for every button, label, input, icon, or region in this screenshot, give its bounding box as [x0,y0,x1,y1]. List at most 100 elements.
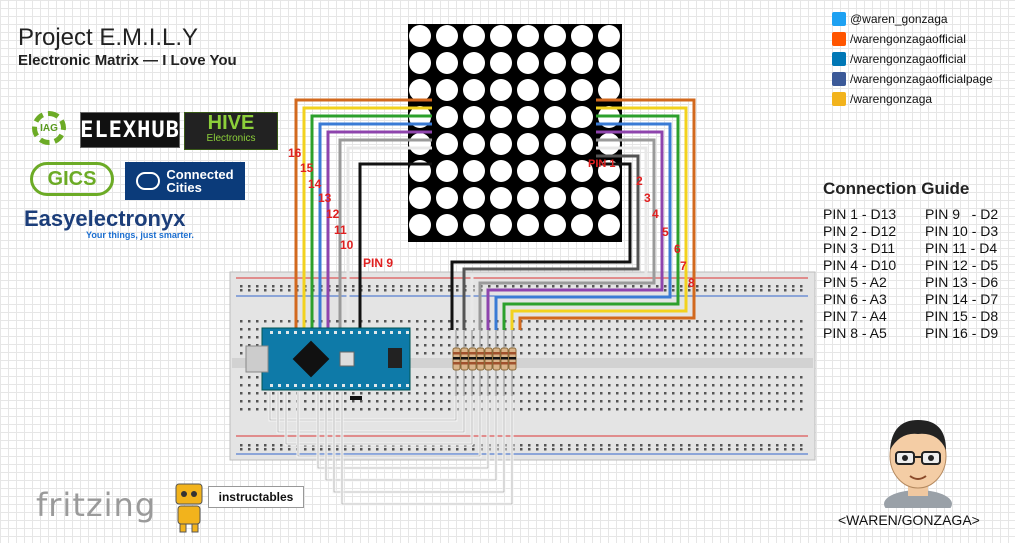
breadboard-hole [592,384,595,387]
breadboard-hole [784,289,787,292]
breadboard-hole [240,392,243,395]
breadboard-hole [272,320,275,323]
breadboard-hole [624,336,627,339]
breadboard-hole [680,344,683,347]
breadboard-hole [648,376,651,379]
breadboard-hole [368,320,371,323]
breadboard-hole [432,289,435,292]
breadboard-hole [256,320,259,323]
breadboard-hole [248,285,251,288]
breadboard-hole [600,392,603,395]
breadboard-hole [536,408,539,411]
breadboard-hole [640,400,643,403]
breadboard-hole [776,392,779,395]
breadboard-hole [256,289,259,292]
soundcloud-icon [832,32,846,46]
social-link[interactable]: /warengonzaga [832,92,932,106]
breadboard-hole [536,328,539,331]
breadboard-hole [640,285,643,288]
breadboard-hole [408,408,411,411]
guide-entry: PIN 12 - D5 [925,257,999,273]
breadboard-hole [792,320,795,323]
breadboard-hole [552,400,555,403]
breadboard-hole [456,328,459,331]
breadboard-hole [584,400,587,403]
pin-number-label: 4 [652,207,659,221]
breadboard-hole [288,289,291,292]
arduino-pin [318,384,321,387]
breadboard-hole [376,285,379,288]
breadboard-hole [792,400,795,403]
breadboard-hole [440,408,443,411]
led-dot [436,25,458,47]
breadboard-hole [568,448,571,451]
breadboard-hole [400,320,403,323]
breadboard-hole [264,392,267,395]
breadboard-hole [488,344,491,347]
breadboard-hole [800,384,803,387]
arduino-pin [286,384,289,387]
wire [310,114,432,328]
breadboard-hole [640,336,643,339]
breadboard-hole [768,400,771,403]
breadboard-hole [664,352,667,355]
arduino-pin [310,384,313,387]
breadboard-hole [520,376,523,379]
breadboard-hole [728,444,731,447]
breadboard-hole [744,408,747,411]
breadboard-hole [800,444,803,447]
breadboard-hole [328,448,331,451]
breadboard-hole [624,328,627,331]
led-dot [544,106,566,128]
breadboard-hole [696,444,699,447]
social-link[interactable]: /warengonzagaofficial [832,52,966,66]
guide-entry: PIN 2 - D12 [823,223,897,239]
led-dot [490,187,512,209]
breadboard-hole [600,344,603,347]
breadboard-hole [760,444,763,447]
arduino-pin [358,331,361,334]
led-dot [517,79,539,101]
facebook-icon [832,72,846,86]
led-dot [517,25,539,47]
breadboard-hole [552,444,555,447]
social-link[interactable]: /warengonzagaofficialpage [832,72,993,86]
breadboard-hole [344,320,347,323]
breadboard-hole [376,408,379,411]
led-dot [463,52,485,74]
led-dot [436,106,458,128]
breadboard-hole [608,448,611,451]
breadboard-hole [720,408,723,411]
breadboard-hole [472,336,475,339]
breadboard-hole [728,289,731,292]
breadboard-hole [440,336,443,339]
breadboard-hole [336,289,339,292]
breadboard-hole [752,328,755,331]
breadboard-hole [544,448,547,451]
arduino-pin [382,331,385,334]
breadboard-hole [648,408,651,411]
breadboard-hole [584,384,587,387]
breadboard-hole [800,448,803,451]
breadboard-hole [576,344,579,347]
social-link[interactable]: /warengonzagaofficial [832,32,966,46]
breadboard-hole [432,448,435,451]
breadboard-hole [712,444,715,447]
breadboard-hole [672,320,675,323]
breadboard-hole [760,328,763,331]
wire-outline [285,392,473,445]
social-link[interactable]: @waren_gonzaga [832,12,948,26]
breadboard-hole [760,408,763,411]
breadboard-hole [800,408,803,411]
wire [494,122,672,330]
breadboard-hole [672,444,675,447]
social-link-text: /warengonzagaofficialpage [850,72,993,86]
led-dot [571,133,593,155]
breadboard-hole [744,444,747,447]
breadboard-hole [720,285,723,288]
resistor-band [509,362,516,365]
wire [510,106,688,330]
led-dot [571,25,593,47]
breadboard-hole [736,392,739,395]
